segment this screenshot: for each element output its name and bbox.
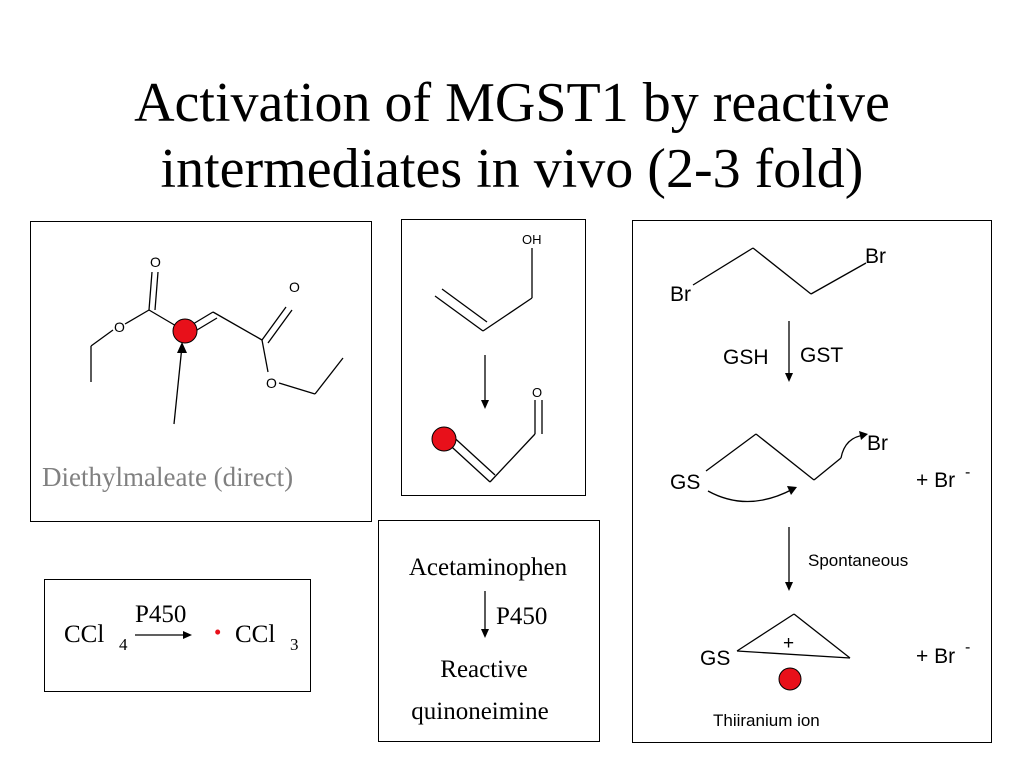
title-line-2: intermediates in vivo (2-3 fold) [160,138,864,200]
thiiranium-label: Thiiranium ion [713,711,820,730]
carbonyl-oxygen-label: O [150,254,161,270]
gsh-label: GSH [723,346,769,369]
allyl-alcohol-panel: OH O [401,219,586,496]
gs-label: GS [670,471,700,494]
ccl4-reaction: CCl 4 P450 • CCl 3 [64,601,299,654]
spontaneous-label: Spontaneous [808,551,908,570]
acetaminophen-label: Acetaminophen [409,554,568,581]
title-line-1: Activation of MGST1 by reactive [134,72,890,134]
reactive-site-marker [778,667,802,691]
carbonyl-oxygen-label: O [289,279,300,295]
positive-charge: + [783,633,794,654]
hydroxyl-label: OH [522,232,542,247]
p450-label: P450 [135,601,186,628]
diethylmaleate-caption: Diethylmaleate (direct) [42,462,293,492]
bromine-label: Br [865,245,886,268]
ester-oxygen-label: O [114,319,125,335]
ester-oxygen-label: O [266,375,277,391]
reactive-site-marker [172,318,198,344]
reactive-site-marker [431,426,457,452]
bromide-label: + Br [916,469,955,492]
dibromoethane-scheme: Br Br GSH GST GS Br + Br - Spontaneous G… [670,245,970,730]
ccl4-subscript: 4 [119,635,128,654]
ccl3-formula: CCl [235,621,275,648]
slide-title: Activation of MGST1 by reactive intermed… [0,70,1024,202]
aldehyde-oxygen-label: O [532,385,542,400]
minus-charge: - [965,464,970,481]
diethylmaleate-panel: O O O O Diethylmaleate (direct) [30,221,372,522]
dibromoethane-panel: Br Br GSH GST GS Br + Br - Spontaneous G… [632,220,992,743]
allyl-alcohol-structure: OH O [431,232,543,483]
ccl3-subscript: 3 [290,635,299,654]
bromine-label: Br [670,283,691,306]
minus-charge: - [965,639,970,656]
bromine-label: Br [867,432,888,455]
gs-label: GS [700,647,730,670]
bromide-label: + Br [916,645,955,668]
acetaminophen-panel: Acetaminophen P450 Reactive quinoneimine [378,520,600,742]
quinoneimine-label: quinoneimine [411,698,548,725]
p450-label: P450 [496,603,547,630]
acetaminophen-reaction: Acetaminophen P450 Reactive quinoneimine [409,554,568,725]
ccl4-panel: CCl 4 P450 • CCl 3 [44,579,311,692]
gst-label: GST [800,344,843,367]
reactive-label: Reactive [440,656,527,683]
diethylmaleate-structure: O O O O Diethylmaleate (direct) [42,254,344,492]
ccl4-formula: CCl [64,621,104,648]
radical-dot: • [214,620,221,644]
